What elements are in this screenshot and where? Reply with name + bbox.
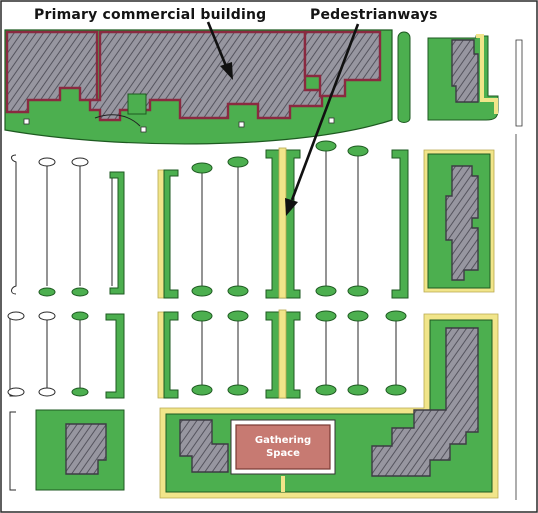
top-right-landscape (397, 31, 523, 127)
gathering-space-line1: Gathering (254, 435, 312, 446)
right-mid-building-block (423, 149, 495, 293)
primary-commercial-building (5, 30, 382, 122)
small-building-landscape (35, 409, 125, 491)
pedestrianway-spine-upper (265, 147, 301, 299)
gathering-space-label: Gathering Space (236, 425, 330, 469)
central-parking-row-lower (157, 309, 407, 399)
gathering-space-plaza (230, 419, 336, 475)
callout-arrows (206, 21, 360, 216)
pedestrianways-callout: Pedestrianways (310, 7, 438, 23)
primary-building-callout: Primary commercial building (34, 7, 267, 23)
left-parking-area (7, 154, 125, 491)
gathering-space-line2: Space (266, 448, 300, 459)
central-parking-row-upper (157, 140, 409, 299)
pedestrianway-spine-lower (265, 309, 301, 399)
entry-plaza (23, 93, 335, 133)
